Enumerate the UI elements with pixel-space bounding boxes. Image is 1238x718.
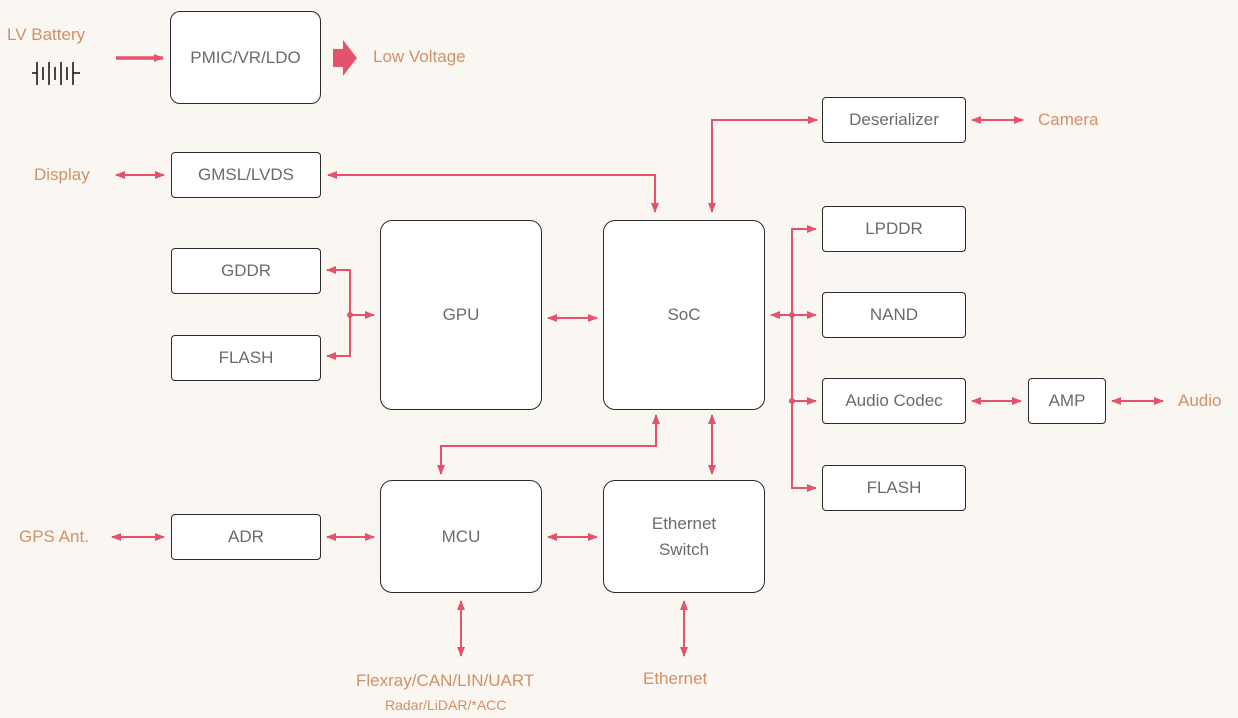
soc-block: SoC: [603, 220, 765, 410]
soc-peripheral-bus: [791, 225, 817, 492]
adr-block: ADR: [171, 514, 321, 560]
flash-right-block: FLASH: [822, 465, 966, 511]
low-voltage-label: Low Voltage: [373, 47, 466, 66]
battery-symbol-icon: [32, 62, 80, 85]
amp-block: AMP: [1028, 378, 1106, 424]
lv-battery-label: LV Battery: [7, 25, 86, 44]
gmsl-soc-line: [327, 171, 659, 213]
audio-codec-block: Audio Codec: [822, 378, 966, 424]
gddr-flash-bus: [326, 266, 351, 360]
gps-ant-label: GPS Ant.: [19, 527, 89, 546]
soc-deserializer-line: [708, 116, 818, 213]
lpddr-block: LPDDR: [822, 206, 966, 252]
vehicle-bus-label: Flexray/CAN/LIN/UART: [356, 671, 535, 690]
ethernet-switch-block: Ethernet Switch: [603, 480, 765, 593]
display-label: Display: [34, 165, 90, 184]
camera-label: Camera: [1038, 110, 1099, 129]
nand-block: NAND: [822, 292, 966, 338]
soc-mcu-line: [437, 414, 660, 475]
deserializer-block: Deserializer: [822, 97, 966, 143]
audio-label: Audio: [1178, 391, 1222, 410]
gmsl-lvds-block: GMSL/LVDS: [171, 152, 321, 198]
ethernet-switch-label-line1: Ethernet: [651, 514, 717, 533]
sensor-bus-sublabel: Radar/LiDAR/*ACC: [385, 697, 507, 713]
gpu-block: GPU: [380, 220, 542, 410]
ethernet-switch-label-line2: Switch: [658, 539, 710, 559]
ethernet-label: Ethernet: [643, 669, 708, 688]
pmic-block: PMIC/VR/LDO: [170, 11, 321, 104]
gddr-block: GDDR: [171, 248, 321, 294]
flash-left-block: FLASH: [171, 335, 321, 381]
low-voltage-arrow: [333, 40, 357, 76]
mcu-block: MCU: [380, 480, 542, 593]
